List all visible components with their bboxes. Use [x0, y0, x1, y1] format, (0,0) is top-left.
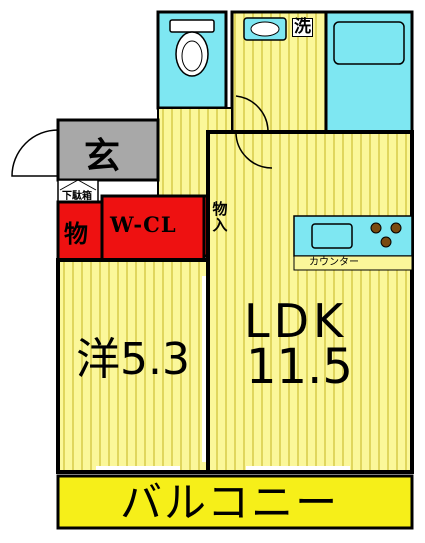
shoe-box-label: 下駄箱 — [62, 191, 92, 202]
ldk-door-swing — [235, 131, 273, 169]
walk-in-closet-label: W-CL — [110, 212, 177, 237]
counter-label-strip — [293, 255, 413, 271]
toilet-seat — [181, 40, 203, 72]
shoe-box-doors — [59, 179, 97, 191]
stove-burner — [380, 236, 392, 248]
storage-left-label: 物 — [64, 219, 88, 248]
walk-in-closet — [100, 194, 206, 262]
washer-label: 洗 — [292, 17, 313, 37]
stove-burner — [370, 222, 382, 234]
ldk-label: LDK — [244, 294, 348, 348]
ldk-size-label: 11.5 — [246, 339, 353, 395]
balcony — [56, 474, 414, 530]
counter-label: カウンター — [309, 257, 359, 268]
balcony-label: バルコニー — [120, 478, 340, 527]
sink — [311, 223, 353, 249]
hallway-door-swing — [235, 95, 269, 133]
ldk-room — [206, 130, 414, 474]
stove-burner — [390, 222, 402, 234]
genkan-label: 玄 — [84, 135, 121, 177]
basin-bowl — [250, 21, 280, 37]
entrance-door-swing — [11, 129, 59, 177]
toilet-tank — [169, 19, 215, 33]
storage-entry-label: 物入 — [212, 200, 228, 234]
bathtub — [333, 21, 405, 65]
western-room-label: 洋5.3 — [76, 334, 190, 385]
